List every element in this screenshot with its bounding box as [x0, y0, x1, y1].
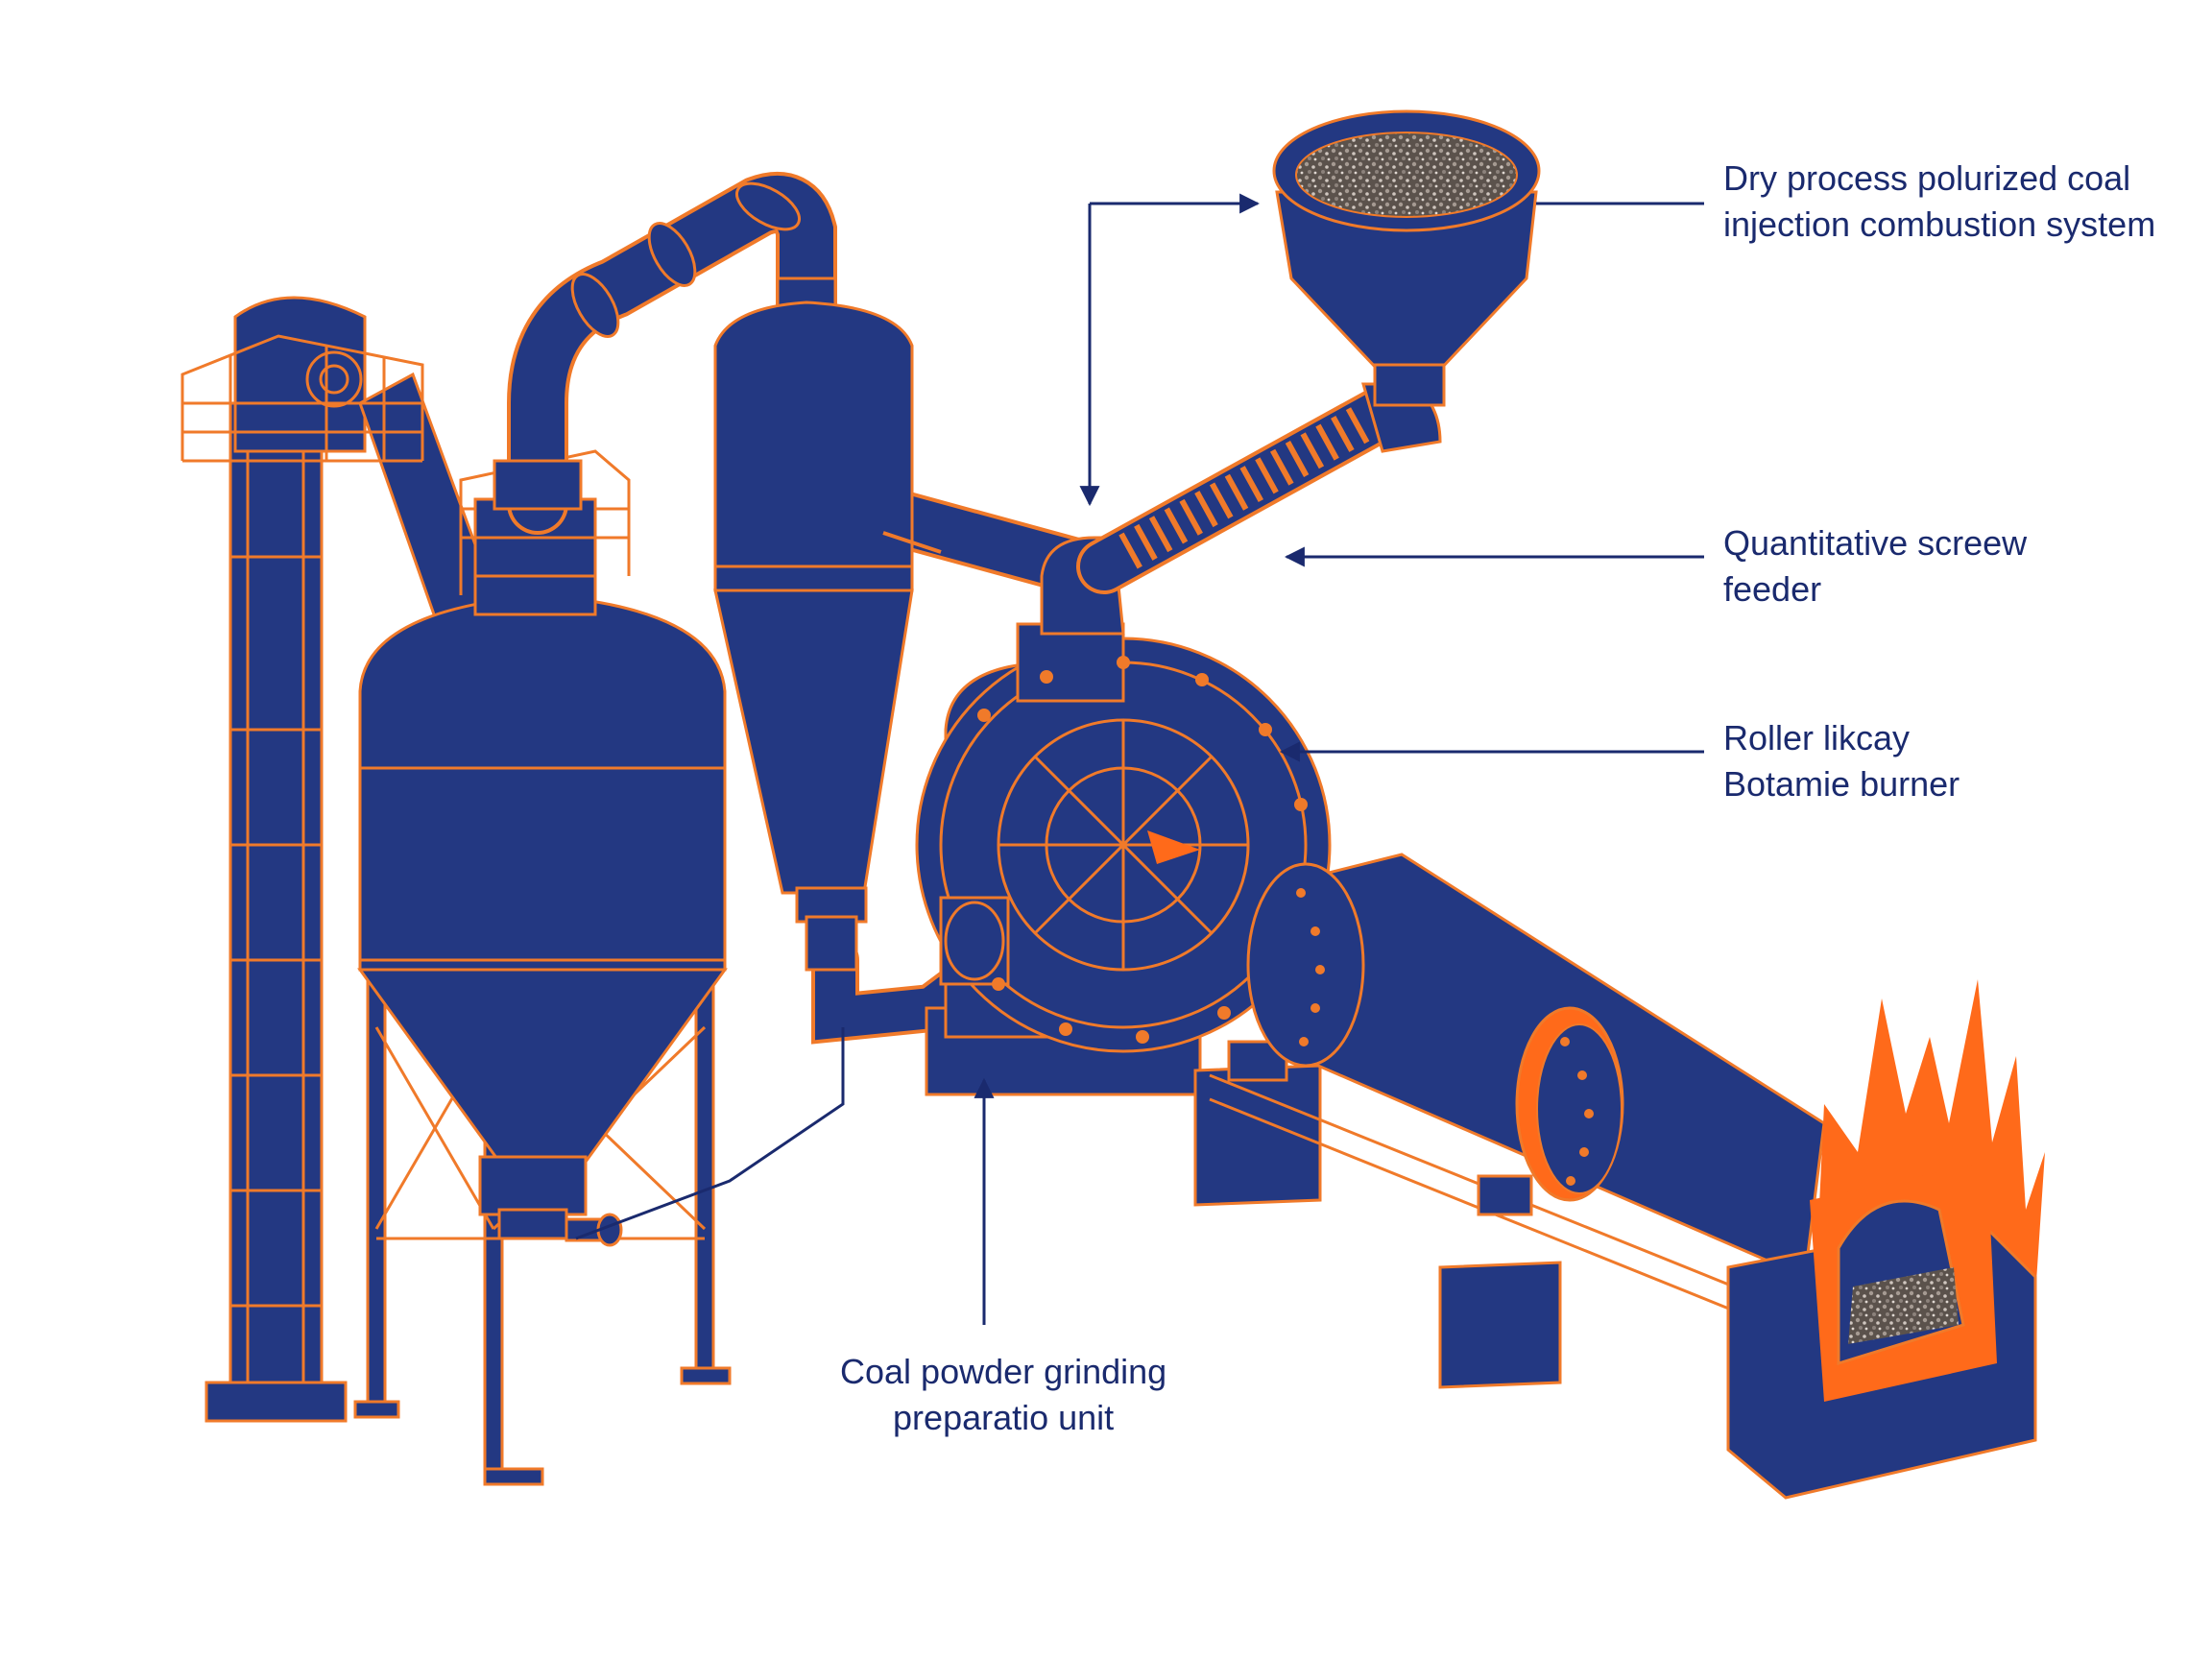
label-system: Dry process polurized coal injection com…: [1723, 156, 2155, 248]
label-system-line2: injection combustion system: [1723, 204, 2156, 244]
leader-lines: [575, 193, 1704, 1325]
label-feeder-line1: Quantitative screew: [1723, 523, 2028, 563]
cyclone-separator: [713, 301, 942, 972]
label-feeder-line2: feeder: [1723, 569, 1822, 609]
label-grinding-line1: Coal powder grinding: [840, 1352, 1167, 1391]
storage-silo: [353, 497, 732, 1486]
burner-tube: [1246, 853, 1826, 1280]
furnace: [1726, 1162, 2037, 1500]
label-system-line1: Dry process polurized coal: [1723, 158, 2131, 198]
label-burner-line1: Roller likcay: [1723, 718, 1911, 757]
tube-rivets: [1296, 888, 1594, 1186]
label-grinding-line2: preparatio unit: [893, 1398, 1115, 1437]
grinding-mill: [915, 536, 1332, 1096]
screw-feeder: [1076, 385, 1410, 594]
hopper-coal: [1295, 132, 1518, 218]
label-grinding: Coal powder grinding preparatio unit: [840, 1349, 1166, 1441]
label-burner-line2: Botamie burner: [1723, 764, 1960, 804]
label-feeder: Quantitative screew feeder: [1723, 520, 2027, 613]
label-burner: Roller likcay Botamie burner: [1723, 715, 1960, 807]
burner-supports: [1193, 1040, 1806, 1389]
mill-spark: [1147, 830, 1200, 864]
leader-silo-link: [575, 1027, 845, 1240]
